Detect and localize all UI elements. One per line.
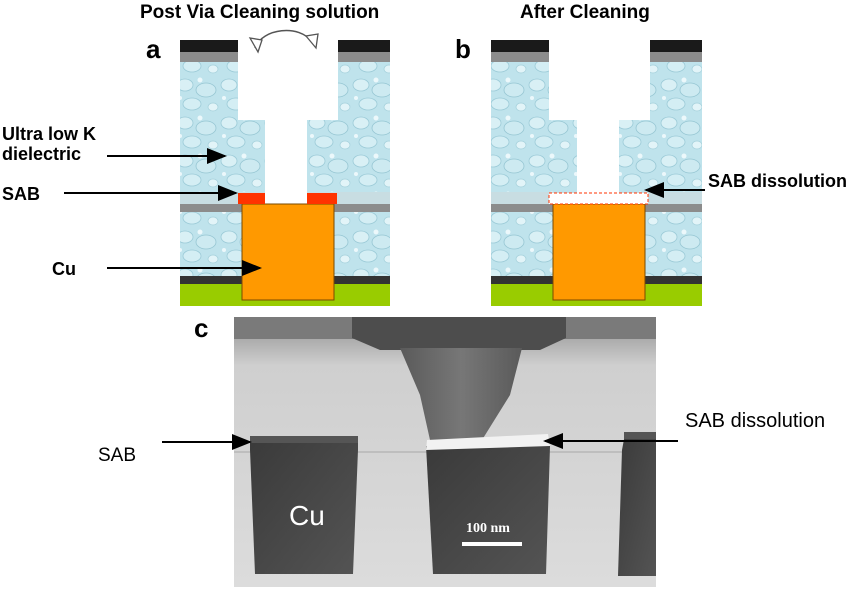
label-dielectric-line1: Ultra low K	[2, 124, 97, 144]
panel-a-copper	[241, 203, 335, 301]
label-sab-dissolution-c: SAB dissolution	[685, 410, 826, 432]
label-dielectric-line2: dielectric	[2, 144, 82, 164]
panel-a-sab-right	[307, 193, 337, 204]
scale-bar-label: 100 nm	[466, 521, 510, 536]
panel-b-schematic	[491, 40, 702, 306]
label-cu-tem: Cu	[289, 500, 325, 531]
panel-a-schematic	[180, 29, 390, 306]
label-sab-dissolution-b: SAB dissolution	[708, 171, 847, 191]
panel-a-letter: a	[146, 34, 161, 64]
label-cu-a: Cu	[52, 259, 76, 279]
panel-a-via	[265, 120, 307, 204]
flow-arrow-head	[304, 33, 319, 50]
label-sab-c: SAB	[98, 445, 137, 466]
label-sab-a: SAB	[2, 184, 41, 204]
panel-b-sab-dissolved	[548, 192, 649, 205]
label-dielectric: Ultra low K dielectric	[2, 124, 96, 164]
panel-a-trench	[238, 40, 338, 120]
panel-a-title: Post Via Cleaning solution	[140, 2, 380, 23]
panel-b-letter: b	[455, 34, 471, 64]
panel-c-letter: c	[194, 313, 209, 343]
panel-a-sab-left	[238, 193, 265, 204]
panel-b-copper	[552, 203, 646, 301]
panel-b-title: After Cleaning	[520, 2, 650, 23]
scale-bar	[462, 542, 522, 546]
panel-c-tem-image	[234, 317, 656, 587]
